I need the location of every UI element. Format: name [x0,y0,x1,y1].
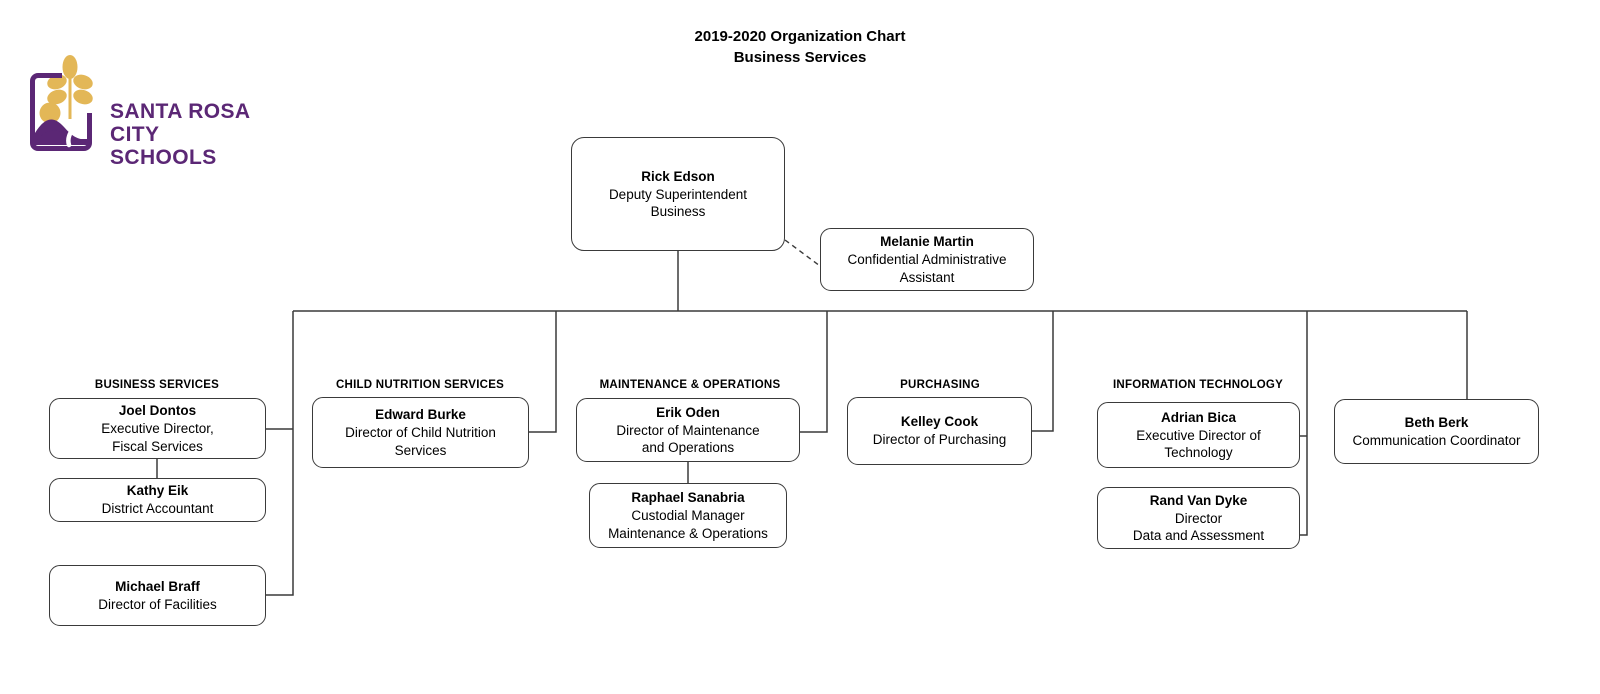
node-kathy-eik[interactable]: Kathy Eik District Accountant [49,478,266,522]
node-name: Rick Edson [641,168,715,184]
node-name: Adrian Bica [1160,409,1237,425]
node-name: Edward Burke [375,407,466,422]
wire-melanie-martin-dashed [784,239,821,267]
node-name: Kathy Eik [126,483,189,499]
node-kelley-cook[interactable]: Kelley Cook Director of Purchasing [847,397,1032,465]
node-title: Custodial Manager Maintenance & Operatio… [608,508,768,541]
node-name: Raphael Sanabria [631,490,745,505]
node-michael-braff[interactable]: Michael Braff Director of Facilities [49,565,266,626]
node-melanie-martin[interactable]: Melanie Martin Confidential Administrati… [820,228,1034,291]
group-label-business-services: BUSINESS SERVICES [94,379,220,391]
node-joel-dontos[interactable]: Joel Dontos Executive Director, Fiscal S… [49,398,266,459]
logo: SANTA ROSA CITY SCHOOLS [22,55,262,169]
node-title: Executive Director of Technology [1136,427,1261,461]
node-name: Rand Van Dyke [1149,492,1248,508]
group-label-child-nutrition-services: CHILD NUTRITION SERVICES [335,379,505,391]
node-title: Director of Maintenance and Operations [616,422,760,456]
wire-maintenance-branch [800,311,828,433]
node-name: Joel Dontos [118,403,197,418]
wire-child-nutrition-branch [528,311,557,433]
node-rick-edson[interactable]: Rick Edson Deputy Superintendent Busines… [571,137,785,251]
node-adrian-bica[interactable]: Adrian Bica Executive Director of Techno… [1097,402,1300,468]
node-rand-van-dyke[interactable]: Rand Van Dyke Director Data and Assessme… [1097,487,1300,549]
group-label-maintenance-operations: MAINTENANCE & OPERATIONS [599,379,781,391]
node-title: District Accountant [101,501,214,517]
group-label-purchasing: PURCHASING [900,379,980,391]
logo-mark-icon [30,55,93,151]
node-title: Director of Facilities [98,596,217,612]
node-title: Confidential Administrative Assistant [847,252,1007,285]
page-title: 2019-2020 Organization Chart Business Se… [694,28,906,66]
node-title: Executive Director, Fiscal Services [101,421,214,454]
node-name: Beth Berk [1404,414,1469,430]
node-beth-berk[interactable]: Beth Berk Communication Coordinator [1334,399,1539,464]
logo-wordmark: SANTA ROSA CITY SCHOOLS [110,100,251,169]
group-label-information-technology: INFORMATION TECHNOLOGY [1112,379,1284,391]
node-raphael-sanabria[interactable]: Raphael Sanabria Custodial Manager Maint… [589,483,787,548]
node-title: Director of Child Nutrition Services [345,425,496,458]
node-title: Communication Coordinator [1352,432,1521,448]
wire-it-branch [1300,311,1308,536]
wire-business-services-branch [266,311,294,596]
node-name: Michael Braff [115,578,200,594]
node-title: Director of Purchasing [872,432,1007,448]
node-edward-burke[interactable]: Edward Burke Director of Child Nutrition… [312,397,529,468]
node-title: Director Data and Assessment [1132,510,1265,544]
node-name: Kelley Cook [900,414,979,430]
node-title: Deputy Superintendent Business [608,186,748,220]
node-name: Erik Oden [656,404,720,420]
wire-purchasing-branch [1032,311,1054,432]
node-erik-oden[interactable]: Erik Oden Director of Maintenance and Op… [576,398,800,462]
node-name: Melanie Martin [880,234,974,249]
